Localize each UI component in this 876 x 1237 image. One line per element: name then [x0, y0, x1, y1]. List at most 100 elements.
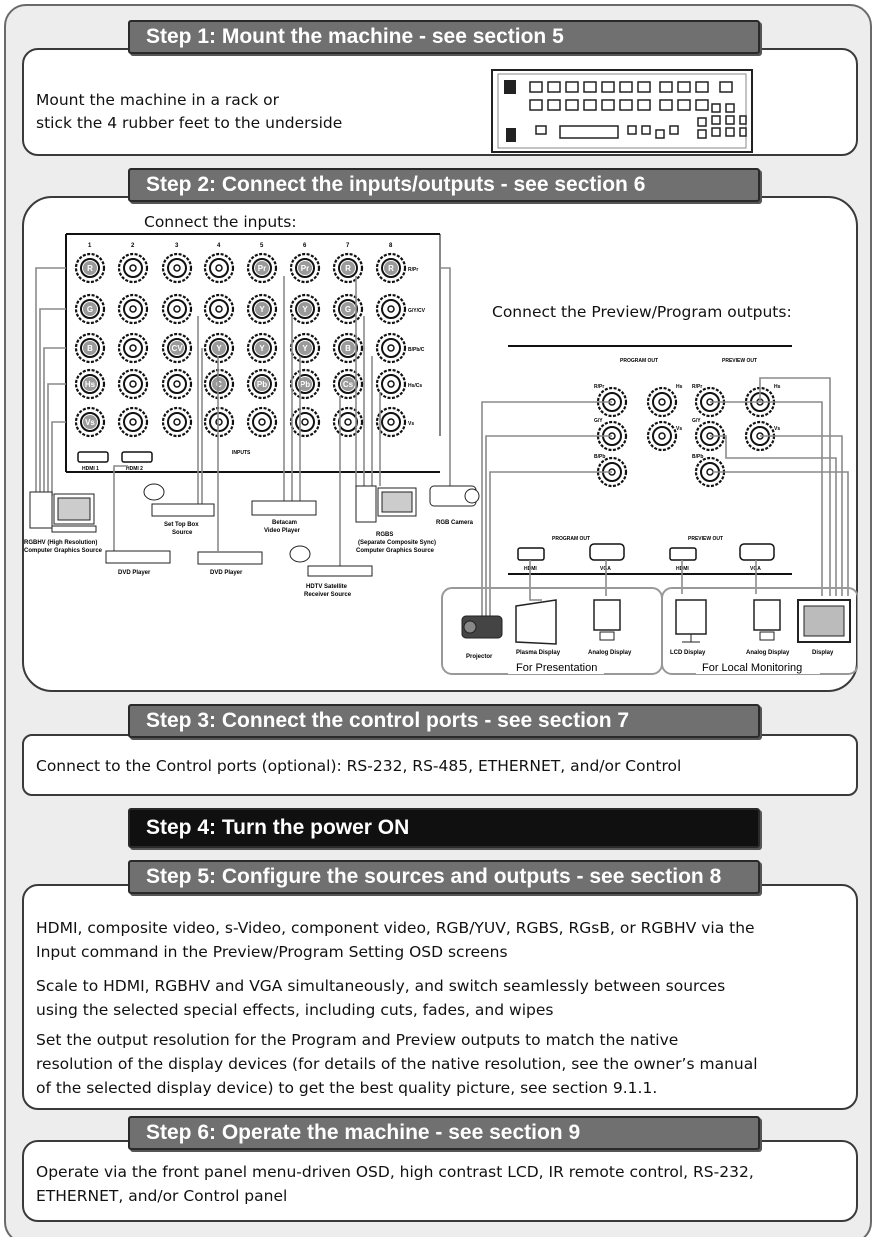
output-bnc-label: R/Pr	[692, 384, 702, 390]
betacam-icon	[251, 500, 317, 516]
preview-vga-port	[739, 543, 775, 561]
bnc-input-connector	[117, 293, 149, 325]
input-column-number: 4	[217, 243, 221, 249]
input-column-number: 3	[175, 243, 179, 249]
bnc-input-connector: Cs	[332, 368, 364, 400]
program-bnc-output: R/Pr	[594, 384, 628, 418]
hdtv-label-2: Receiver Source	[304, 592, 352, 598]
step5-para-2: Scale to HDMI, RGBHV and VGA simultaneou…	[36, 974, 725, 1022]
preview-hdmi-port	[669, 547, 697, 561]
preview-out-label-2: PREVIEW OUT	[688, 536, 723, 542]
bnc-input-connector	[161, 252, 193, 284]
bnc-signal-label: Cs	[343, 380, 354, 389]
output-bnc-label: Hs	[774, 384, 781, 390]
step1-line-2: stick the 4 rubber feet to the underside	[36, 114, 343, 132]
input-row-label: Hs/Cs	[408, 383, 422, 389]
bnc-input-connector	[375, 368, 407, 400]
program-out-label: PROGRAM OUT	[620, 358, 658, 364]
bnc-input-connector: R	[74, 252, 106, 284]
bnc-signal-label: Pr	[301, 264, 309, 273]
output-bnc-label: R/Pr	[594, 384, 604, 390]
betacam-label-1: Betacam	[272, 520, 297, 526]
input-column-number: 8	[389, 243, 393, 249]
dvd-player-1-icon	[105, 550, 171, 564]
bnc-signal-label: Pb	[300, 380, 310, 389]
output-cables	[481, 377, 849, 616]
bnc-input-connector: Vs	[74, 406, 106, 438]
program-bnc-output: Vs	[646, 420, 682, 452]
input-column-number: 7	[346, 243, 350, 249]
bnc-signal-label: B	[345, 344, 351, 353]
bnc-input-connector: Y	[203, 332, 235, 364]
projector-label: Projector	[466, 654, 493, 660]
bnc-signal-label: Hs	[85, 380, 96, 389]
bnc-input-connector	[203, 293, 235, 325]
step5-para-3-line-1: Set the output resolution for the Progra…	[36, 1031, 679, 1049]
dvd-player-2-icon	[197, 551, 263, 565]
plasma-label: Plasma Display	[516, 650, 561, 656]
bnc-input-connector	[117, 332, 149, 364]
dvd2-label: DVD Player	[210, 570, 243, 576]
presentation-label: For Presentation	[516, 662, 597, 674]
bnc-input-connector	[332, 406, 364, 438]
bnc-input-connector: G	[332, 293, 364, 325]
bnc-input-connector: CV	[161, 332, 193, 364]
inputs-label: INPUTS	[232, 450, 251, 456]
bnc-input-connector: Y	[246, 293, 278, 325]
bnc-signal-label: Y	[302, 305, 308, 314]
analog-display-2-label: Analog Display	[746, 650, 790, 656]
analog-display-2-icon	[753, 599, 781, 641]
bnc-input-connector: Hs	[74, 368, 106, 400]
hdtv-satellite-icon	[289, 545, 373, 577]
analog-display-1-icon	[593, 599, 621, 641]
input-column-number: 6	[303, 243, 307, 249]
bnc-input-connector: C	[203, 368, 235, 400]
step5-para-1-line-1: HDMI, composite video, s-Video, componen…	[36, 919, 755, 937]
set-top-box-icon	[143, 483, 215, 517]
step3-line-1: Connect to the Control ports (optional):…	[36, 757, 682, 775]
front-panel-buttons	[529, 81, 747, 139]
input-row-label: G/Y/CV	[408, 308, 426, 314]
preview-bnc-output: B/Pb	[692, 454, 726, 488]
output-bnc-label: G/Y	[594, 418, 603, 424]
local-monitoring-label: For Local Monitoring	[702, 662, 802, 674]
bnc-input-connector: Y	[289, 332, 321, 364]
step5-header: Step 5: Configure the sources and output…	[128, 860, 760, 894]
step5-para-1: HDMI, composite video, s-Video, componen…	[36, 916, 755, 964]
output-bnc-label: Vs	[676, 426, 682, 432]
rgb-camera-icon	[429, 485, 480, 507]
bnc-signal-label: G	[87, 305, 93, 314]
bnc-signal-label: Y	[259, 305, 265, 314]
bnc-input-connector	[117, 368, 149, 400]
step6-header: Step 6: Operate the machine - see sectio…	[128, 1116, 760, 1150]
input-row-label: R/Pr	[408, 267, 418, 273]
bnc-input-connector	[375, 293, 407, 325]
input-row-label: B/Pb/C	[408, 347, 425, 353]
preview-bnc-output: G/Y	[692, 418, 726, 452]
analog-display-1-label: Analog Display	[588, 650, 632, 656]
step5-para-1-line-2: Input command in the Preview/Program Set…	[36, 943, 508, 961]
bnc-input-connector: Pb	[289, 368, 321, 400]
program-bnc-output: Hs	[646, 384, 683, 418]
step2-header: Step 2: Connect the inputs/outputs - see…	[128, 168, 760, 202]
step5-para-3-line-3: of the selected display device) to get t…	[36, 1079, 658, 1097]
display-icon	[797, 599, 851, 643]
camera-label: RGB Camera	[436, 520, 474, 526]
input-column-number: 2	[131, 243, 135, 249]
program-vga-port	[589, 543, 625, 561]
bnc-input-connector	[203, 252, 235, 284]
input-column-number: 5	[260, 243, 264, 249]
program-hdmi-port	[517, 547, 545, 561]
bnc-input-connector: G	[74, 293, 106, 325]
bnc-input-connector	[289, 406, 321, 438]
bnc-input-connector	[117, 406, 149, 438]
bnc-input-connector: Pr	[246, 252, 278, 284]
step5-para-3-line-2: resolution of the display devices (for d…	[36, 1055, 758, 1073]
rgbhv-label-1: RGBHV (High Resolution)	[24, 540, 97, 546]
rgbs-computer-icon	[355, 485, 417, 523]
bnc-input-connector: R	[332, 252, 364, 284]
bnc-signal-label: G	[345, 305, 351, 314]
bnc-input-connector: Y	[246, 332, 278, 364]
bnc-input-connector: B	[74, 332, 106, 364]
input-column-number: 1	[88, 243, 92, 249]
